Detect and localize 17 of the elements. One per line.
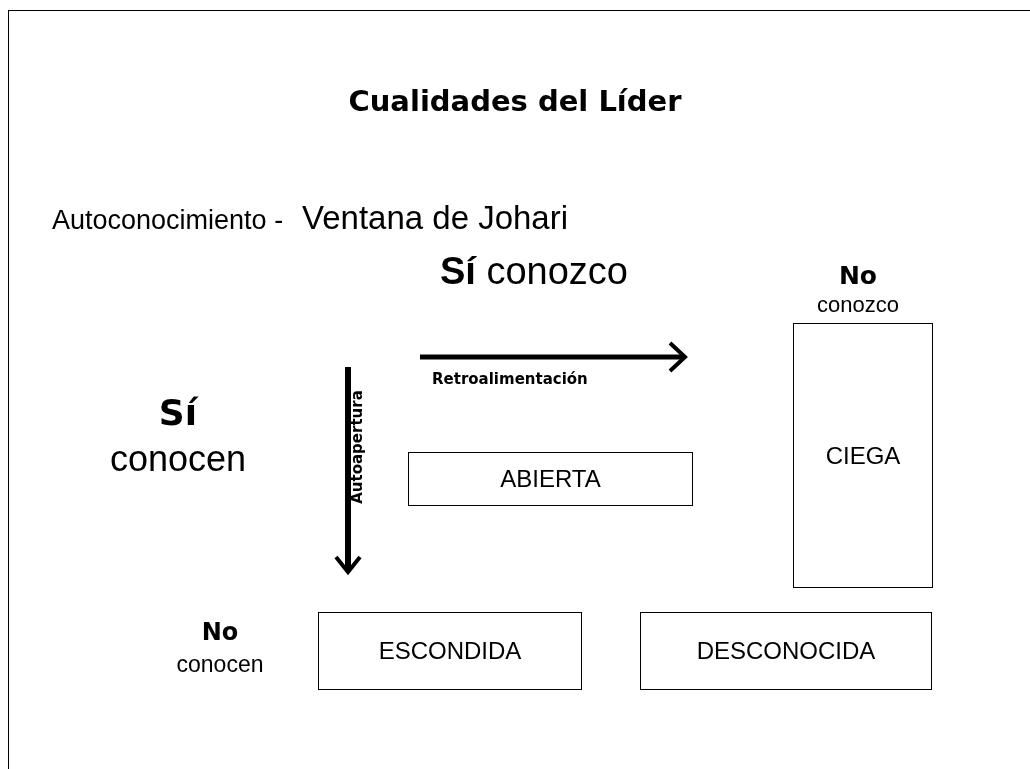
quadrant-label: ESCONDIDA xyxy=(378,636,522,666)
label-text: Ventana de Johari xyxy=(302,198,569,238)
label-text: No conocen xyxy=(175,617,265,679)
label-text: Retroalimentación xyxy=(432,369,588,390)
quadrant-label: ABIERTA xyxy=(500,464,601,494)
label-text: Autoconocimiento - xyxy=(52,204,284,237)
label-text: Sí conozco xyxy=(440,249,628,294)
label-text: Autoapertura xyxy=(346,390,367,504)
label-text: No conozco xyxy=(816,262,900,319)
window-quadrant-box xyxy=(318,612,582,690)
quadrant-label: CIEGA xyxy=(825,440,901,471)
window-quadrant-box xyxy=(793,323,933,588)
quadrant-label: DESCONOCIDA xyxy=(696,636,876,666)
title: Cualidades del Líder xyxy=(348,83,682,120)
window-quadrant-box xyxy=(640,612,932,690)
window-quadrant-box xyxy=(408,452,693,506)
label-text: Sí conocen xyxy=(108,391,248,481)
